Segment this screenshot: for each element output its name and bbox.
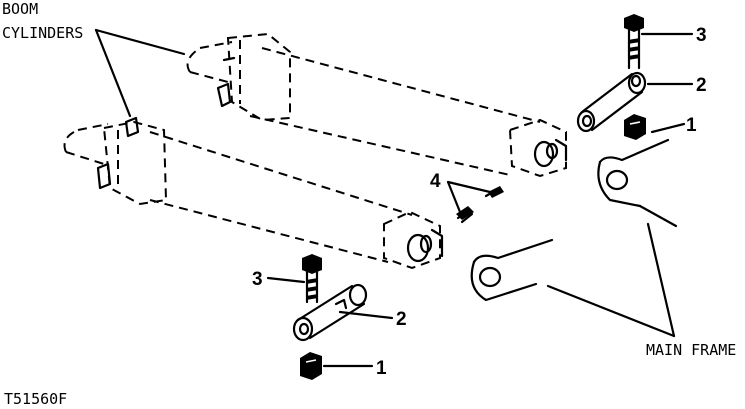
- lower-nut: [300, 352, 322, 380]
- main-frame-label: MAIN FRAME: [646, 341, 736, 359]
- lower-cap-screw: [302, 254, 322, 304]
- main-frame-upper-bracket: [597, 138, 678, 228]
- callout-2-lower: 2: [396, 309, 407, 330]
- callout-3-upper: 3: [696, 25, 707, 46]
- callout-1-upper: 1: [686, 115, 697, 136]
- callout-3-lower: 3: [252, 269, 263, 290]
- upper-pin: [576, 71, 647, 133]
- lower-boom-cylinder: [63, 116, 444, 270]
- upper-cap-screw: [624, 14, 644, 70]
- upper-boom-cylinder: [186, 32, 568, 178]
- grease-fittings: [456, 186, 504, 224]
- callout-1-lower: 1: [376, 358, 387, 379]
- lower-pin: [292, 283, 368, 342]
- main-frame-lower-bracket: [470, 238, 554, 302]
- boom-label-line2: CYLINDERS: [2, 24, 83, 42]
- leader-lines: [94, 28, 694, 368]
- callout-2-upper: 2: [696, 75, 707, 96]
- figure-id-label: T51560F: [4, 390, 67, 408]
- callout-4: 4: [430, 171, 441, 192]
- boom-label-line1: BOOM: [2, 0, 38, 18]
- upper-nut: [624, 114, 646, 140]
